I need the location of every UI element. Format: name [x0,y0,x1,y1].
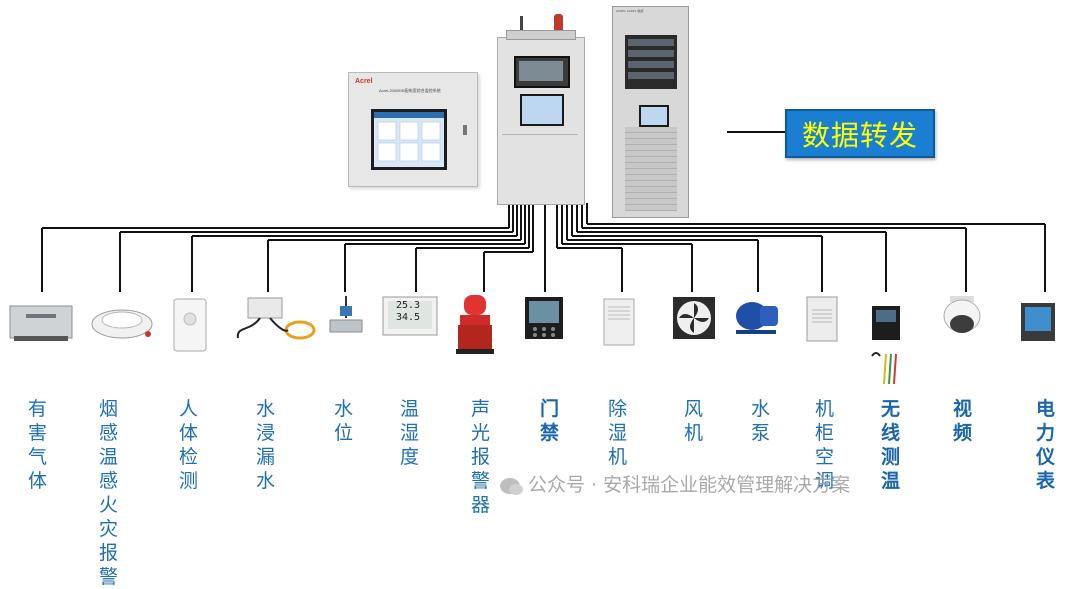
smoke-detector-icon [88,300,160,350]
cabinet-door [502,134,578,199]
gateway-screen [371,109,447,170]
cabinet-hmi-screen [520,94,564,126]
gateway-wall-box: Acrel Acrel-2000E/B配电室综合监控系统 [348,72,478,187]
rack-equipment [625,35,677,89]
wechat-icon [500,477,523,495]
screen-content-icon [374,112,444,162]
watermark: 公众号 · 安科瑞企业能效管理解决方案 [500,470,850,497]
rack-hmi-screen [639,105,669,127]
water-pump-icon [732,296,782,340]
fan-icon [672,296,716,344]
lock-icon [463,125,467,135]
temp-humidity-meter-icon: 25.3 34.5 [382,296,438,340]
label-temp-humidity: 温 湿 度 [400,398,420,468]
brand-logo: Acrel [355,78,373,85]
label-dehumidifier: 除 湿 机 [608,398,628,468]
data-forward-label: 数据转发 [785,109,935,158]
humidity-reading: 34.5 [396,312,421,323]
label-wireless-temp: 无 线 测 温 [881,398,901,492]
label-power-meter: 电 力 仪 表 [1036,398,1056,492]
watermark-text: 公众号 · 安科瑞企业能效管理解决方案 [528,474,851,496]
label-access-control: 门 禁 [540,398,560,444]
server-rack: ACREL ACREL 数据 [612,6,689,218]
alarm-lamp-icon [554,14,563,30]
label-cabinet-ac: 机 柜 空 调 [815,398,835,492]
human-detector-icon [172,297,208,357]
label-fan: 风 机 [684,398,704,444]
power-meter-icon [1020,302,1056,346]
gateway-model-text: Acrel-2000E/B配电室综合监控系统 [379,88,441,93]
label-video: 视 频 [953,398,973,444]
wiring-diagram [41,131,1046,292]
bus-lines [41,203,1046,292]
temp-reading: 25.3 [396,300,421,311]
label-smoke-fire-alarm: 烟 感 温 感 火 灾 报 警 [99,398,119,588]
label-siren: 声 光 报 警 器 [471,398,491,516]
label-human-detection: 人 体 检 测 [179,398,199,492]
video-display [514,56,570,88]
label-water-pump: 水 泵 [751,398,771,444]
rack-slots [625,127,677,211]
cabinet-roof [506,30,576,40]
rack-tag: ACREL ACREL 数据 [616,9,644,13]
monitoring-cabinet [497,14,585,205]
dehumidifier-icon [602,297,636,351]
water-level-sensor-icon [326,294,366,344]
cabinet-ac-icon [806,296,838,346]
wireless-temp-icon [868,302,908,390]
water-leak-sensor-icon [230,296,320,350]
label-water-level: 水 位 [334,398,354,444]
access-control-icon [524,296,564,344]
antenna-icon [520,16,523,30]
siren-icon [452,293,498,361]
label-water-leak: 水 浸 漏 水 [256,398,276,492]
label-harmful-gas: 有 害 气 体 [28,398,48,492]
harmful-gas-sensor-icon [8,300,74,348]
camera-icon [942,294,982,348]
